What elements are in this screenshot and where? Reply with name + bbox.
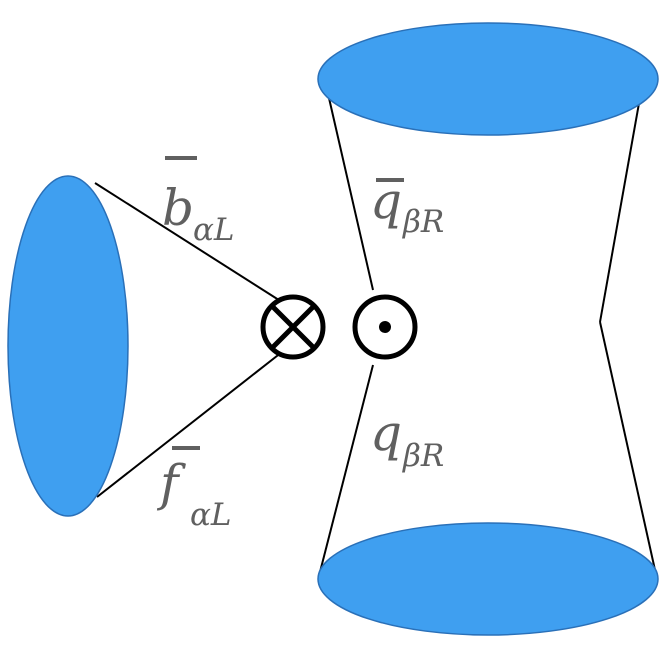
label-b-main: b [162, 179, 194, 237]
right-hourglass [317, 22, 659, 636]
left-disk [7, 175, 129, 517]
left-cone-lower-edge [96, 351, 283, 498]
label-b-sub: αL [193, 212, 235, 248]
label-f-sub: αL [190, 497, 232, 533]
hourglass-left-upper-edge [325, 84, 374, 291]
hourglass-left-lower-edge [319, 364, 374, 573]
left-cone-upper-edge [94, 182, 283, 303]
label-qbar-sub: βR [402, 204, 444, 240]
label-f-main: f [156, 454, 186, 512]
label-q-bar-beta-R: q βR [370, 172, 444, 240]
label-q-main: q [370, 404, 402, 462]
circle-dot-icon [352, 294, 418, 360]
left-cone [7, 175, 283, 517]
label-b-bar-alpha-L: b αL [162, 156, 235, 248]
circle-times-icon [260, 294, 326, 360]
hourglass-right-lower-edge [599, 321, 656, 571]
label-qbar-main: q [370, 172, 402, 230]
top-disk [317, 22, 659, 136]
bottom-disk [317, 522, 659, 636]
label-q-beta-R: q βR [370, 404, 444, 474]
hourglass-right-upper-edge [599, 91, 642, 323]
label-q-sub: βR [402, 438, 444, 474]
label-f-bar-alpha-L: f αL [156, 446, 232, 533]
